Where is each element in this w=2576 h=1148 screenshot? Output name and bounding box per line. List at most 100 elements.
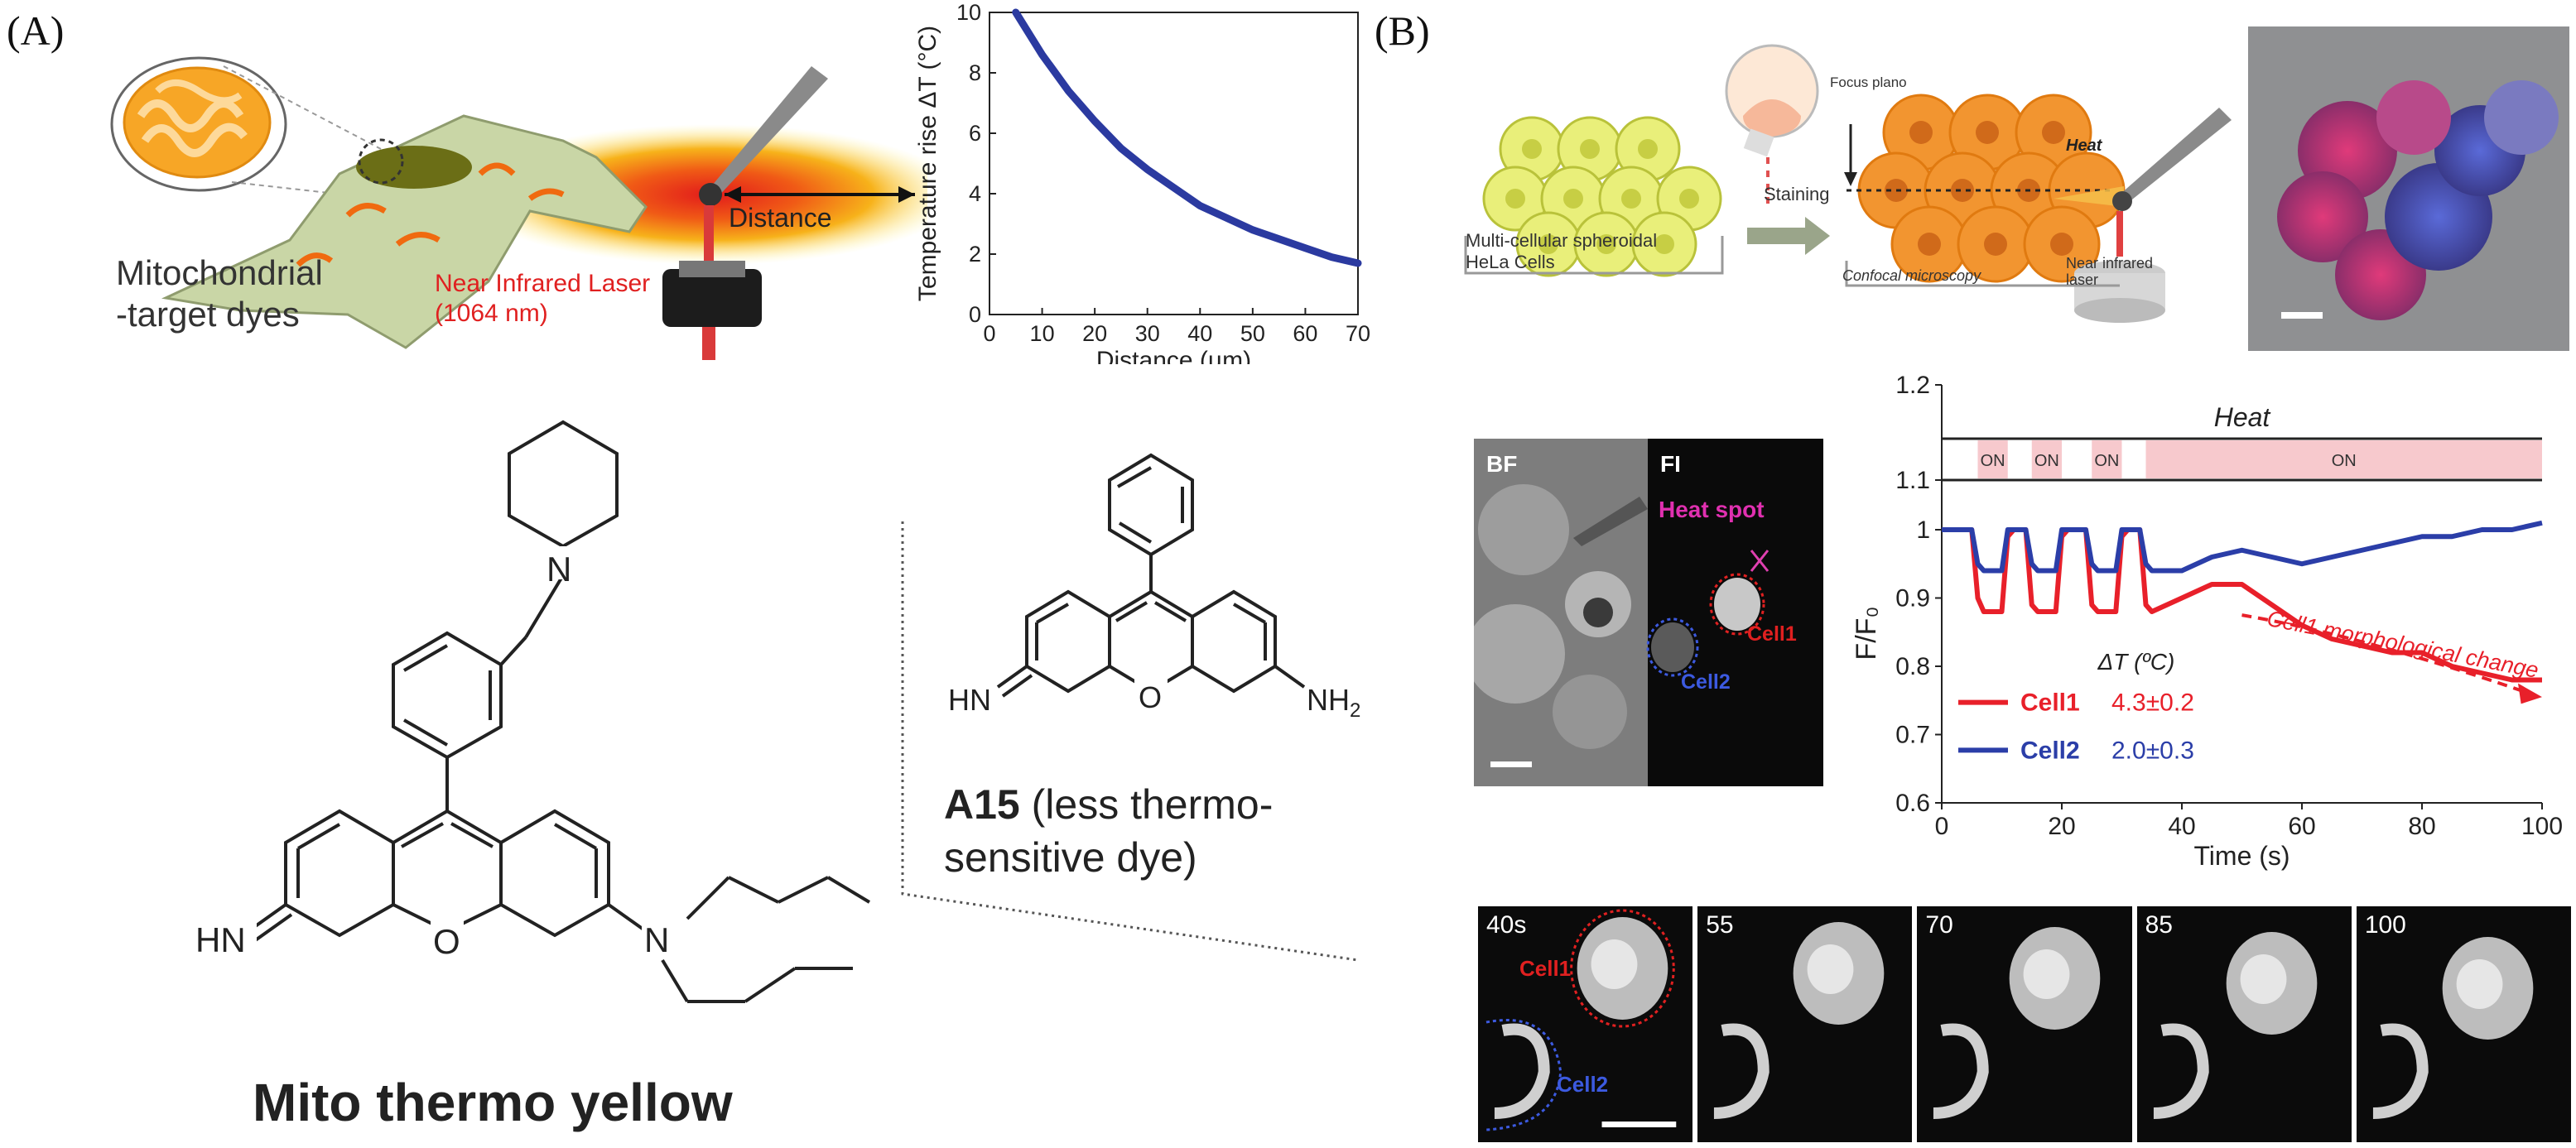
a15-atom-nh2: NH2 (1307, 683, 1361, 723)
laser-label-line2: (1064 nm) (435, 300, 548, 327)
chart2-ytick-label: 0.7 (1895, 722, 1930, 749)
bf-fl-microscopy-image (1466, 439, 1823, 786)
nir-label-line1: Near infrared (2066, 255, 2154, 271)
a15-caption: A15 (less thermo- sensitive dye) (944, 778, 1273, 884)
chart1-xtick-label: 10 (1030, 321, 1055, 346)
chart2-xlabel: Time (s) (2193, 841, 2290, 871)
chart1-ylabel: Temperature rise ΔT (°C) (914, 26, 941, 301)
chart1-ytick-label: 0 (969, 302, 981, 327)
spheroid-label-line2: HeLa Cells (1466, 252, 1555, 272)
heat-spot-label: Heat spot (1659, 497, 1765, 522)
heat-on-interval (1977, 440, 2008, 478)
spheroid-workflow-schematic (1464, 44, 2232, 323)
cell1-core (1807, 944, 1854, 994)
chart2-ytick-label: 1 (1916, 516, 1930, 544)
frame-cell1-label: Cell1 (1519, 956, 1572, 981)
a15-desc-line2: sensitive dye) (944, 834, 1197, 881)
a15-structure (996, 453, 1306, 712)
dt-header: ΔT (ºC) (2097, 649, 2175, 675)
chart1-ytick-label: 6 (969, 121, 981, 146)
scale-bar (1601, 1122, 1677, 1127)
heat-label: Heat (2066, 137, 2102, 155)
mtyellow-atom-hn: HN (195, 920, 246, 959)
morph-note: Cell1 morphological change (2265, 606, 2540, 683)
chart1-xtick-label: 30 (1135, 321, 1160, 346)
cell2-blob (2153, 1023, 2209, 1119)
spheroid-fluorescence-image (2248, 26, 2569, 351)
cell2-blob (2372, 1023, 2429, 1119)
time-lapse-frame: 85 (2136, 906, 2352, 1142)
heat-bar-title: Heat (2214, 402, 2271, 432)
legend-value: 4.3±0.2 (2111, 689, 2194, 717)
panel-label-a: (A) (7, 7, 65, 54)
cell1-label: Cell1 (1747, 622, 1797, 646)
cell-caption-line2: -target dyes (116, 295, 300, 334)
time-frame-label: 55 (1706, 911, 1734, 939)
cell2-outline (1485, 1019, 1562, 1131)
cell1-core (2024, 949, 2070, 999)
laser-label-line1: Near Infrared Laser (435, 270, 651, 297)
bf-label: BF (1486, 451, 1518, 477)
heat-on-label: ON (2332, 452, 2357, 470)
chart2-xtick-label: 80 (2408, 813, 2435, 840)
cell1-core (2456, 959, 2503, 1009)
mtyellow-atom-n1: N (546, 550, 572, 588)
heat-on-label: ON (2034, 452, 2059, 470)
a15-desc-line1: (less thermo- (1019, 781, 1274, 828)
heat-on-interval (2145, 440, 2542, 478)
chart1-xtick-label: 50 (1240, 321, 1265, 346)
panel-label-b: (B) (1375, 7, 1430, 54)
cell1-core (2240, 954, 2287, 1004)
a15-bracket (901, 521, 1359, 962)
morph-arrow (2241, 613, 2531, 695)
chart2-xtick-label: 0 (1935, 813, 1949, 840)
confocal-label: Confocal microscopy (1842, 267, 1981, 284)
cell-caption-line1: Mitochondrial (116, 253, 323, 292)
chart1-ytick-label: 8 (969, 60, 981, 85)
cell2-blob (1713, 1023, 1769, 1119)
chart1-frame (989, 12, 1359, 315)
distance-label: Distance (729, 203, 832, 233)
fl-label: FI (1660, 451, 1681, 477)
chart2-ytick-label: 0.8 (1895, 653, 1930, 680)
chart1-ytick-label: 10 (956, 0, 981, 25)
heat-on-label: ON (2094, 452, 2119, 470)
chart2-ytick-label: 0.9 (1895, 585, 1930, 612)
mtyellow-name: Mito thermo yellow (253, 1073, 733, 1132)
frame-cell2-label: Cell2 (1557, 1072, 1609, 1097)
chart2-ytick-upper-label: 1.2 (1895, 372, 1930, 399)
chart1-xtick-label: 40 (1187, 321, 1212, 346)
chart2-xtick-label: 100 (2521, 813, 2563, 840)
chart2-xtick-label: 60 (2288, 813, 2315, 840)
chart2-series-cell2 (1942, 520, 2543, 574)
chart2-ylabel: F/F₀ (1851, 606, 1882, 660)
chart1-ytick-label: 2 (969, 242, 981, 267)
a15-name: A15 (944, 781, 1020, 828)
chart2-xtick-label: 40 (2168, 813, 2195, 840)
time-frame-label: 40s (1486, 911, 1527, 939)
legend-name: Cell1 (2020, 689, 2080, 717)
chart1-ytick-label: 4 (969, 181, 981, 206)
morph-arrow-head (2518, 683, 2542, 704)
cell2-blob (1933, 1023, 1990, 1119)
heat-on-label: ON (1981, 452, 2005, 470)
chart1-xtick-label: 20 (1082, 321, 1107, 346)
chart1-xtick-label: 60 (1293, 321, 1317, 346)
mtyellow-atom-o: O (433, 922, 460, 961)
chart1-xlabel: Distance (µm) (1096, 347, 1251, 364)
focus-label: Focus plano (1830, 74, 1907, 90)
legend-name: Cell2 (2020, 737, 2080, 764)
a15-atom-hn: HN (948, 683, 991, 717)
heat-on-interval (2031, 440, 2062, 478)
time-frame-label: 85 (2145, 911, 2173, 939)
time-frame-label: 70 (1925, 911, 1953, 939)
chart1-xtick-label: 70 (1346, 321, 1370, 346)
mito-thermo-yellow-structure (195, 420, 871, 1003)
cell2-blob (1494, 1023, 1550, 1119)
chart1-series-line (1012, 8, 1362, 267)
legend-value: 2.0±0.3 (2111, 737, 2194, 764)
heat-on-interval (2092, 440, 2122, 478)
